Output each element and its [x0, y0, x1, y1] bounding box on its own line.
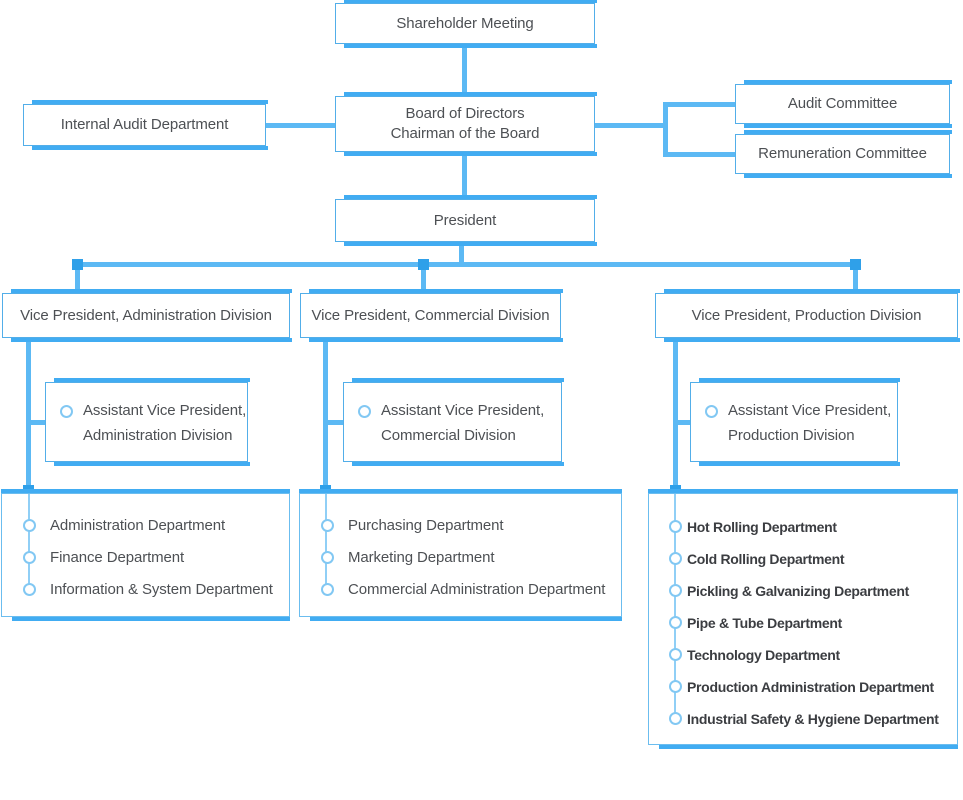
avp-production-box: Assistant Vice President, Production Div…: [690, 378, 900, 466]
junction-node-middle: [418, 259, 429, 270]
junction-node-right: [850, 259, 861, 270]
avp-commercial-bullet-icon: [358, 405, 371, 418]
connector-president-drop: [459, 245, 464, 263]
connector-board-president: [462, 154, 467, 201]
connector-board-committees: [595, 123, 666, 128]
connector-remuneration-committee-stub: [663, 152, 735, 157]
administration-departments-list: Administration Department Finance Depart…: [2, 510, 289, 606]
avp-administration-bullet-icon: [60, 405, 73, 418]
list-item: Commercial Administration Department: [300, 574, 621, 606]
avp-administration-line2: Administration Division: [83, 427, 233, 444]
list-item: Production Administration Department: [649, 671, 957, 703]
production-departments-spine: [674, 494, 676, 719]
avp-production-bullet-icon: [705, 405, 718, 418]
board-of-directors-box: Board of Directors Chairman of the Board: [335, 92, 597, 156]
avp-administration-box: Assistant Vice President, Administration…: [45, 378, 250, 466]
vp-production-box: Vice President, Production Division: [655, 289, 960, 342]
vp-administration-label: Vice President, Administration Division: [20, 306, 272, 324]
list-item: Purchasing Department: [300, 510, 621, 542]
administration-departments-spine: [28, 494, 30, 590]
connector-audit-committee-stub: [663, 102, 735, 107]
avp-commercial-line1: Assistant Vice President,: [381, 402, 545, 419]
list-item: Administration Department: [2, 510, 289, 542]
vp-commercial-label: Vice President, Commercial Division: [311, 306, 550, 324]
chairman-label: Chairman of the Board: [390, 125, 540, 142]
list-item: Finance Department: [2, 542, 289, 574]
junction-node-left: [72, 259, 83, 270]
trunk-commercial: [323, 337, 328, 493]
connector-distribution-line: [72, 262, 861, 267]
list-item: Information & System Department: [2, 574, 289, 606]
vp-commercial-box: Vice President, Commercial Division: [300, 289, 563, 342]
remuneration-committee-box: Remuneration Committee: [735, 130, 952, 178]
remuneration-committee-label: Remuneration Committee: [758, 145, 927, 162]
commercial-departments-spine: [325, 494, 327, 590]
avp-production-line2: Production Division: [728, 427, 855, 444]
stub-avp-production: [673, 420, 691, 425]
avp-commercial-line2: Commercial Division: [381, 427, 516, 444]
administration-departments-box: Administration Department Finance Depart…: [1, 489, 290, 621]
production-departments-box: Hot Rolling Department Cold Rolling Depa…: [648, 489, 958, 749]
stub-avp-commercial: [323, 420, 344, 425]
avp-commercial-box: Assistant Vice President, Commercial Div…: [343, 378, 564, 466]
list-item: Technology Department: [649, 639, 957, 671]
internal-audit-box: Internal Audit Department: [23, 100, 268, 150]
shareholder-meeting-label: Shareholder Meeting: [396, 14, 534, 32]
board-of-directors-label: Board of Directors: [405, 105, 525, 122]
vp-production-label: Vice President, Production Division: [691, 306, 922, 324]
commercial-departments-list: Purchasing Department Marketing Departme…: [300, 510, 621, 606]
president-box: President: [335, 195, 597, 246]
connector-committee-bracket: [663, 102, 668, 157]
internal-audit-label: Internal Audit Department: [60, 116, 229, 133]
commercial-departments-box: Purchasing Department Marketing Departme…: [299, 489, 622, 621]
stub-avp-administration: [26, 420, 46, 425]
connector-drop-administration: [75, 267, 80, 293]
connector-drop-commercial: [421, 267, 426, 293]
avp-administration-line1: Assistant Vice President,: [83, 402, 247, 419]
connector-shareholder-board: [462, 44, 467, 98]
trunk-production: [673, 337, 678, 493]
list-item: Pipe & Tube Department: [649, 607, 957, 639]
production-departments-list: Hot Rolling Department Cold Rolling Depa…: [649, 511, 957, 735]
connector-internal-audit-board: [266, 123, 335, 128]
trunk-administration: [26, 337, 31, 493]
avp-production-line1: Assistant Vice President,: [728, 402, 892, 419]
list-item: Industrial Safety & Hygiene Department: [649, 703, 957, 735]
list-item: Pickling & Galvanizing Department: [649, 575, 957, 607]
vp-administration-box: Vice President, Administration Division: [2, 289, 292, 342]
audit-committee-label: Audit Committee: [787, 95, 898, 112]
president-label: President: [433, 211, 497, 229]
list-item: Marketing Department: [300, 542, 621, 574]
shareholder-meeting-box: Shareholder Meeting: [335, 0, 597, 48]
audit-committee-box: Audit Committee: [735, 80, 952, 128]
list-item: Cold Rolling Department: [649, 543, 957, 575]
connector-drop-production: [853, 267, 858, 293]
list-item: Hot Rolling Department: [649, 511, 957, 543]
